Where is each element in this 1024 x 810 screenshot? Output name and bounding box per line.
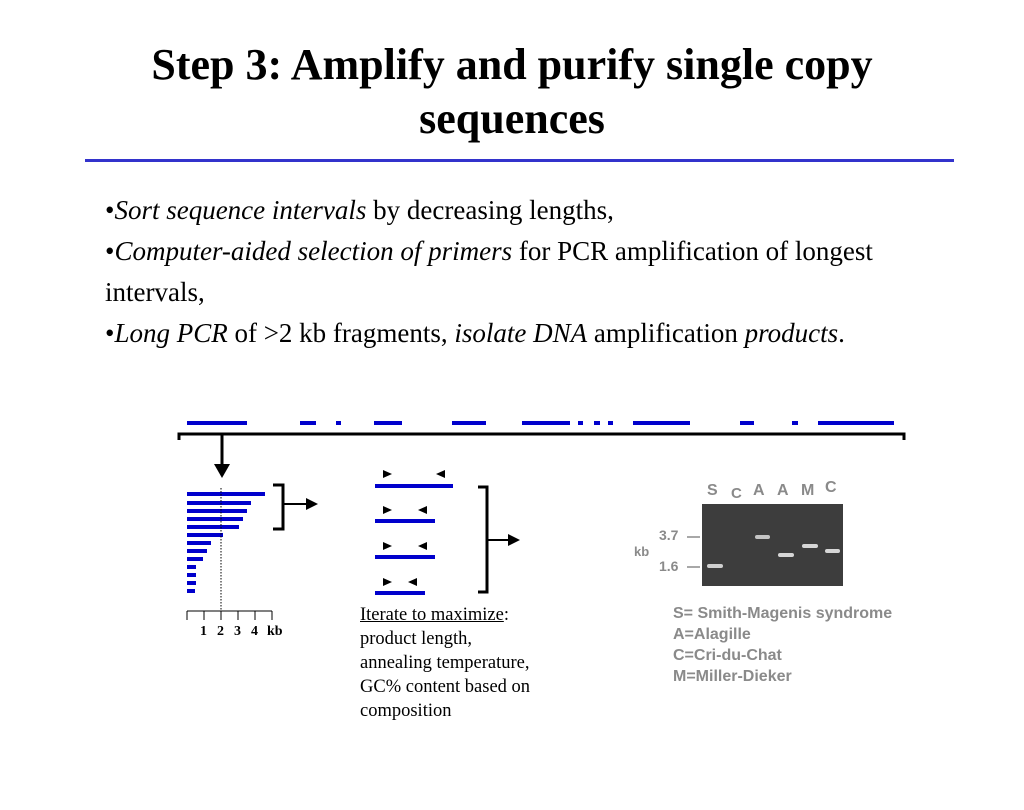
iterate-heading: Iterate to maximize bbox=[360, 605, 504, 625]
histogram-bar bbox=[187, 565, 196, 569]
iterate-line: GC% content based on bbox=[360, 677, 531, 697]
gel-band bbox=[778, 553, 794, 557]
gel-image bbox=[702, 504, 843, 586]
legend-item: M=Miller-Dieker bbox=[673, 668, 792, 685]
axis-label: 1 bbox=[200, 624, 207, 639]
interval-segment bbox=[740, 421, 754, 425]
interval-segment bbox=[578, 421, 583, 425]
legend-item: S= Smith-Magenis syndrome bbox=[673, 605, 893, 622]
title-line-1: Step 3: Amplify and purify single copy bbox=[151, 40, 873, 89]
gel-lane-label: S bbox=[707, 482, 718, 499]
interval-segment bbox=[594, 421, 600, 425]
gel-unit-label: kb bbox=[634, 544, 650, 559]
histogram-bar bbox=[187, 492, 265, 496]
title-line-2: sequences bbox=[419, 94, 605, 143]
interval-segment bbox=[608, 421, 613, 425]
gel-lane-label: C bbox=[731, 485, 742, 502]
histogram-bar bbox=[187, 589, 195, 593]
interval-segment bbox=[633, 421, 690, 425]
bullet-item: •Long PCR of >2 kb fragments, isolate DN… bbox=[105, 318, 845, 348]
histogram-bar bbox=[187, 501, 251, 505]
top-bars-bracket bbox=[273, 483, 285, 531]
reverse-primer-icon bbox=[418, 542, 427, 550]
gel-marker-high: 3.7 bbox=[659, 527, 679, 543]
bullet-list: •Sort sequence intervals by decreasing l… bbox=[105, 190, 945, 354]
gel-band bbox=[755, 535, 770, 539]
bullet-item: •Computer-aided selection of primers for… bbox=[105, 236, 873, 307]
histogram-bar bbox=[187, 533, 223, 537]
axis-label: 2 bbox=[217, 624, 224, 639]
reverse-primer-icon bbox=[436, 470, 445, 478]
forward-primer-icon bbox=[383, 542, 392, 550]
gel-lane-label: C bbox=[825, 479, 837, 496]
right-arrow-head bbox=[306, 498, 318, 510]
sorted-interval-histogram bbox=[187, 492, 265, 593]
reverse-primer-icon bbox=[418, 506, 427, 514]
down-arrow-head bbox=[214, 464, 230, 478]
gel-band bbox=[707, 564, 723, 568]
histogram-bar bbox=[187, 557, 203, 561]
slide-title: Step 3: Amplify and purify single copy s… bbox=[0, 38, 1024, 146]
pcr-amplicons bbox=[375, 470, 453, 595]
forward-primer-icon bbox=[383, 506, 392, 514]
gel-marker-low: 1.6 bbox=[659, 558, 679, 574]
amplicon-1 bbox=[375, 470, 453, 488]
iterate-line: annealing temperature, bbox=[360, 653, 530, 673]
iterate-line: product length, bbox=[360, 629, 473, 649]
gel-lane-label: A bbox=[777, 482, 789, 499]
reverse-primer-icon bbox=[408, 578, 417, 586]
histogram-bar bbox=[187, 525, 239, 529]
legend-item: C=Cri-du-Chat bbox=[673, 647, 782, 664]
histogram-bar bbox=[187, 509, 247, 513]
gel-band bbox=[802, 544, 818, 548]
interval-segment bbox=[818, 421, 894, 425]
axis-label: 3 bbox=[234, 624, 241, 639]
interval-segment bbox=[452, 421, 486, 425]
gel-band bbox=[825, 549, 840, 553]
amplicon-2 bbox=[375, 506, 435, 523]
axis-label: 4 bbox=[251, 624, 258, 639]
histogram-bar bbox=[187, 541, 211, 545]
interval-segment bbox=[792, 421, 798, 425]
legend-item: A=Alagille bbox=[673, 626, 751, 643]
interval-segment bbox=[374, 421, 402, 425]
histogram-bar bbox=[187, 549, 207, 553]
interval-bracket bbox=[177, 432, 906, 440]
bullet-item: •Sort sequence intervals by decreasing l… bbox=[105, 195, 614, 225]
interval-segment bbox=[336, 421, 341, 425]
sequence-intervals bbox=[187, 421, 894, 425]
iterate-line: composition bbox=[360, 701, 452, 721]
gel-lane-label: M bbox=[801, 482, 815, 499]
gel-lane-label: A bbox=[753, 482, 765, 499]
amplicon-3 bbox=[375, 542, 435, 559]
gel-legend: S= Smith-Magenis syndrome A=Alagille C=C… bbox=[673, 603, 892, 687]
histogram-axis bbox=[186, 610, 273, 620]
histogram-bar bbox=[187, 517, 243, 521]
amplicon-4 bbox=[375, 578, 425, 595]
amplicon-bracket bbox=[478, 485, 489, 594]
right-arrow-head bbox=[508, 534, 520, 546]
interval-segment bbox=[300, 421, 316, 425]
histogram-bar bbox=[187, 581, 196, 585]
forward-primer-icon bbox=[383, 470, 392, 478]
title-divider bbox=[85, 159, 954, 162]
histogram-bar bbox=[187, 573, 196, 577]
interval-segment bbox=[522, 421, 570, 425]
axis-unit-label: kb bbox=[267, 624, 283, 639]
forward-primer-icon bbox=[383, 578, 392, 586]
iterate-note: Iterate to maximize: product length, ann… bbox=[360, 603, 620, 723]
interval-segment bbox=[187, 421, 247, 425]
